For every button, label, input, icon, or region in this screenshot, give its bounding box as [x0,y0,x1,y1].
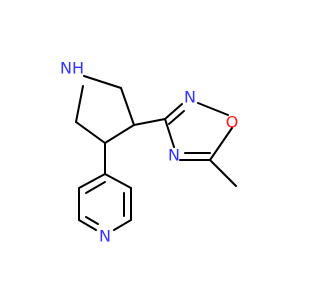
bond-c4-c5 [75,121,106,144]
bond-py-3 [113,219,132,231]
bond-py-6-double [85,181,106,194]
bond-py-6 [78,173,106,189]
bond-ox-n4-c3 [164,118,175,148]
bond-ox-n2-o [197,102,229,116]
bond-ox-c3-n2-double [168,110,185,125]
atom-pyrrolidine-nh: NH [60,59,84,78]
molecule-diagram: NH N O N N [60,59,239,246]
bond-c2-c3 [120,87,135,126]
bond-c5-n1 [75,85,84,123]
bond-py-4-double [85,216,99,225]
bond-py-1 [104,173,132,189]
atom-oxadiazole-n4: N [168,146,180,165]
bond-ox-c3-n2 [164,103,183,120]
bond-n1-c2 [83,75,122,89]
molecule-structure: NH N O N N [60,59,239,246]
bond-c3-c4 [104,124,135,144]
bond-c5-methyl [209,159,237,187]
bond-c3-ox-c3 [133,118,166,126]
atom-oxadiazole-o: O [226,113,239,132]
atom-oxadiazole-n2: N [184,88,196,107]
bond-lines [75,75,237,231]
bond-py-4 [78,219,97,231]
bond-ox-o-c5 [209,127,233,161]
atom-pyridine-n: N [99,227,111,246]
